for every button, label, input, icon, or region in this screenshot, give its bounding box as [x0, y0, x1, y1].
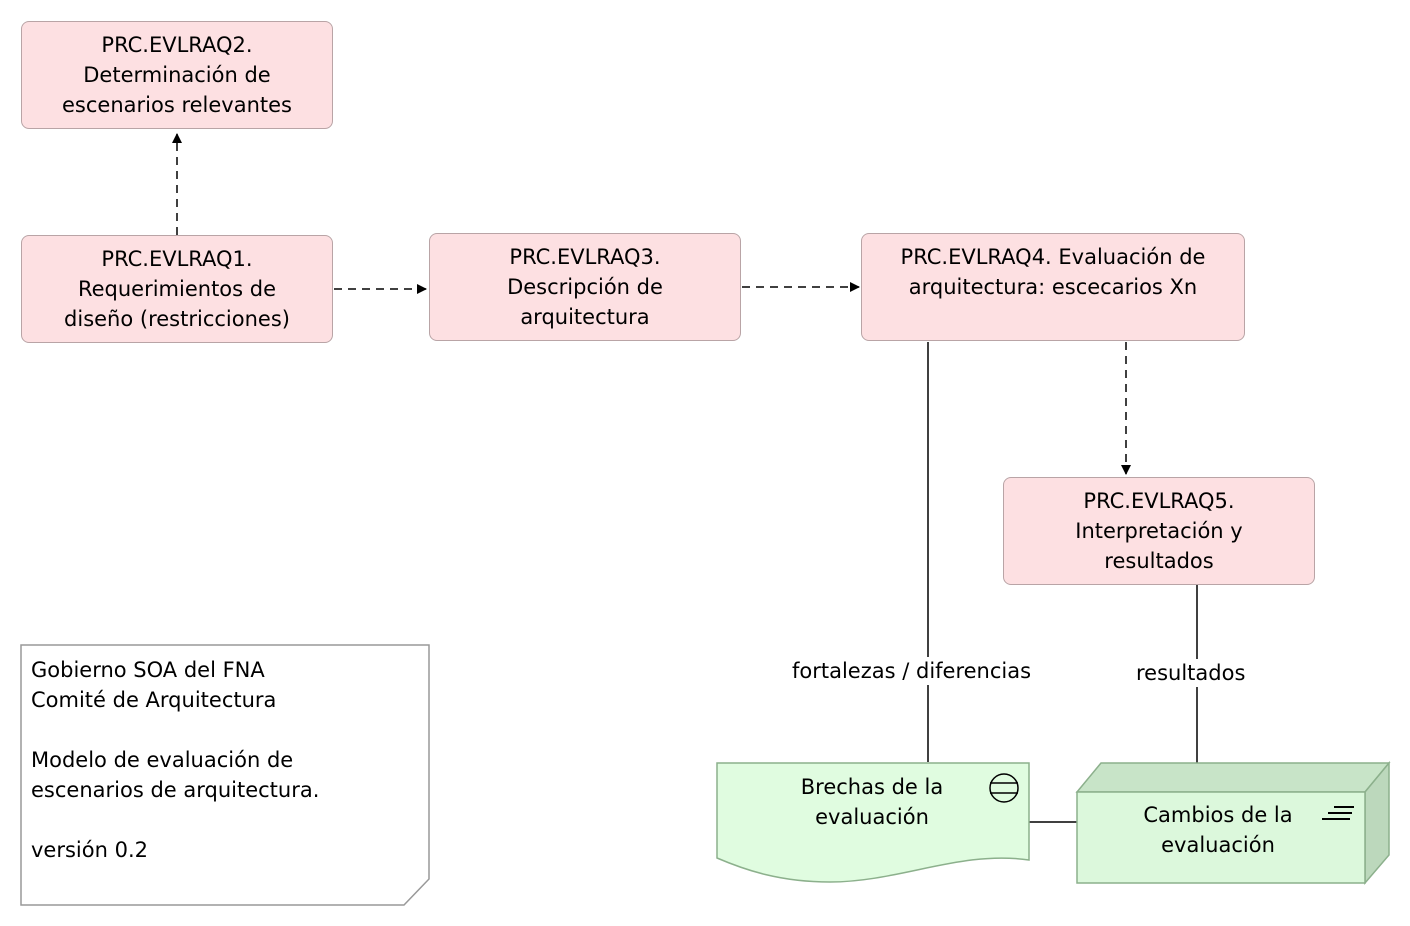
brechas-artifact-shape	[716, 762, 1030, 883]
process-step-label: PRC.EVLRAQ5. Interpretación y resultados	[1075, 489, 1243, 573]
brechas-artifact-label[interactable]: Brechas de la evaluación	[800, 775, 944, 829]
process-step-label: PRC.EVLRAQ3. Descripción de arquitectura	[507, 245, 663, 329]
process-step-evlraq1[interactable]: PRC.EVLRAQ1. Requerimientos de diseño (r…	[21, 235, 333, 343]
process-step-label: PRC.EVLRAQ2. Determinación de escenarios…	[62, 33, 292, 117]
note-line: versión 0.2	[31, 838, 148, 862]
note-line: Modelo de evaluación de	[31, 748, 294, 772]
note-line: escenarios de arquitectura.	[31, 778, 320, 802]
process-step-evlraq3[interactable]: PRC.EVLRAQ3. Descripción de arquitectura	[429, 233, 741, 341]
note-line: Gobierno SOA del FNA	[31, 658, 265, 682]
cambios-artifact-shape	[1075, 760, 1391, 886]
process-step-label: PRC.EVLRAQ4. Evaluación de arquitectura:…	[900, 245, 1206, 299]
edge-label-fortalezas: fortalezas / diferencias	[790, 657, 1034, 685]
process-step-label: PRC.EVLRAQ1. Requerimientos de diseño (r…	[64, 247, 290, 331]
representation-icon	[989, 773, 1019, 803]
deliverable-icon	[1322, 806, 1354, 820]
note-text: Gobierno SOA del FNA Comité de Arquitect…	[31, 655, 319, 865]
edge-label-resultados: resultados	[1134, 659, 1248, 687]
note-spacer	[31, 805, 319, 835]
note-spacer	[31, 715, 319, 745]
process-step-evlraq5[interactable]: PRC.EVLRAQ5. Interpretación y resultados	[1003, 477, 1315, 585]
process-step-evlraq4[interactable]: PRC.EVLRAQ4. Evaluación de arquitectura:…	[861, 233, 1245, 341]
note-box	[20, 644, 430, 906]
note-line: Comité de Arquitectura	[31, 688, 277, 712]
cambios-artifact-label[interactable]: Cambios de la evaluación	[1143, 803, 1293, 857]
process-step-evlraq2[interactable]: PRC.EVLRAQ2. Determinación de escenarios…	[21, 21, 333, 129]
